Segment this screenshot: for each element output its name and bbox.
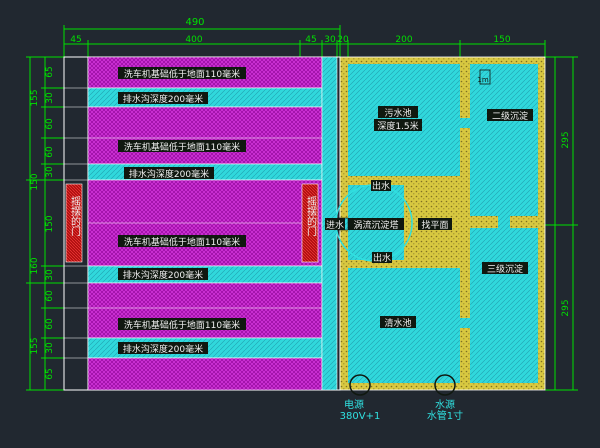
dim-left-6: 150: [30, 173, 40, 190]
wash-bay-4-label: 洗车机基础低于地面110毫米: [124, 319, 240, 331]
wash-bay-2: [87, 106, 323, 165]
dim-left-12: 60: [45, 318, 55, 330]
dim-left-14: 30: [45, 342, 55, 354]
dim-left-11: 60: [45, 290, 55, 302]
water-inlet-symbol: [434, 374, 456, 396]
bay-labels: 洗车机基础低于地面110毫米 排水沟深度200毫米 洗车机基础低于地面110毫米…: [118, 67, 246, 355]
power-inlet-symbol: [349, 374, 371, 396]
gate-post-labels: 摇摆的门 摇摆的门: [69, 195, 317, 237]
dim-left-8: 150: [45, 215, 55, 232]
pass-clear: [460, 318, 470, 328]
dim-top-2: 400: [185, 35, 202, 45]
secondary-tank-label: 二级沉淀: [492, 110, 528, 122]
wash-bay-area: [63, 56, 341, 391]
water-spec: 水管1寸: [427, 409, 463, 422]
dim-left-7: 30: [45, 166, 55, 178]
dim-right-2: 295: [561, 299, 571, 316]
sewage-tank-name: 污水池: [384, 107, 411, 119]
pass-secondary: [460, 118, 470, 128]
outlet-top-label: 出水: [372, 180, 390, 192]
clear-tank-label: 清水池: [384, 317, 411, 329]
dim-left-2: 155: [30, 89, 40, 106]
wash-bay-2-label: 洗车机基础低于地面110毫米: [124, 141, 240, 153]
drain-2-label: 排水沟深度200毫米: [129, 168, 209, 180]
wash-bay-5: [87, 357, 323, 391]
dim-left-10: 30: [45, 269, 55, 281]
wash-bay-3-label: 洗车机基础低于地面110毫米: [124, 236, 240, 248]
dim-left-4: 60: [45, 118, 55, 130]
dim-left-5: 60: [45, 146, 55, 158]
level-label: 找平面: [421, 219, 448, 231]
dim-top-5: 20: [337, 35, 349, 45]
right-gate-post-label: 摇摆的门: [305, 195, 317, 237]
drain-1-label: 排水沟深度200毫米: [123, 93, 203, 105]
small-box: [479, 69, 491, 85]
sewage-tank-depth: 深度1.5米: [377, 120, 418, 132]
dim-top-4: 30: [324, 35, 336, 45]
power-name: 电源: [344, 398, 364, 411]
utility-labels: 电源 380V+1 水源 水管1寸: [340, 398, 464, 422]
dim-top-6: 200: [395, 35, 412, 45]
small-box-label: 1m: [477, 76, 488, 84]
inlet-label: 进水: [326, 219, 344, 231]
power-spec: 380V+1: [340, 411, 381, 422]
dim-top-total: 490: [185, 17, 204, 28]
dim-top-1: 45: [70, 35, 81, 45]
dimension-lines: [26, 25, 578, 391]
left-gate-post: [65, 183, 83, 263]
tertiary-tank: [470, 228, 538, 383]
dimension-labels: 490 45 400 45 30 20 200 150 65 155 30 60…: [30, 17, 571, 380]
dim-right-1: 295: [561, 131, 571, 148]
drain-3-label: 排水沟深度200毫米: [123, 269, 203, 281]
dim-left-1: 65: [45, 66, 55, 77]
secondary-tank: [470, 64, 538, 216]
vortex-label: 涡流沉淀塔: [353, 219, 398, 231]
tank-labels: 污水池 深度1.5米 二级沉淀 三级沉淀 清水池 涡流沉淀塔 找平面 进水 出水…: [325, 76, 533, 329]
left-gate-post-label: 摇摆的门: [69, 195, 81, 237]
outlet-bottom-label: 出水: [373, 252, 391, 264]
dim-top-7: 150: [493, 35, 510, 45]
dim-left-3: 30: [45, 92, 55, 104]
dim-top-3: 45: [305, 35, 316, 45]
pass-tertiary: [498, 216, 510, 228]
water-name: 水源: [435, 398, 455, 411]
tertiary-tank-label: 三级沉淀: [487, 263, 523, 275]
dim-left-9: 160: [30, 257, 40, 274]
dim-left-15: 65: [45, 368, 55, 379]
dim-left-13: 155: [30, 337, 40, 354]
wash-bay-1-label: 洗车机基础低于地面110毫米: [124, 68, 240, 80]
drain-4-label: 排水沟深度200毫米: [123, 343, 203, 355]
right-gate-post: [301, 183, 319, 263]
